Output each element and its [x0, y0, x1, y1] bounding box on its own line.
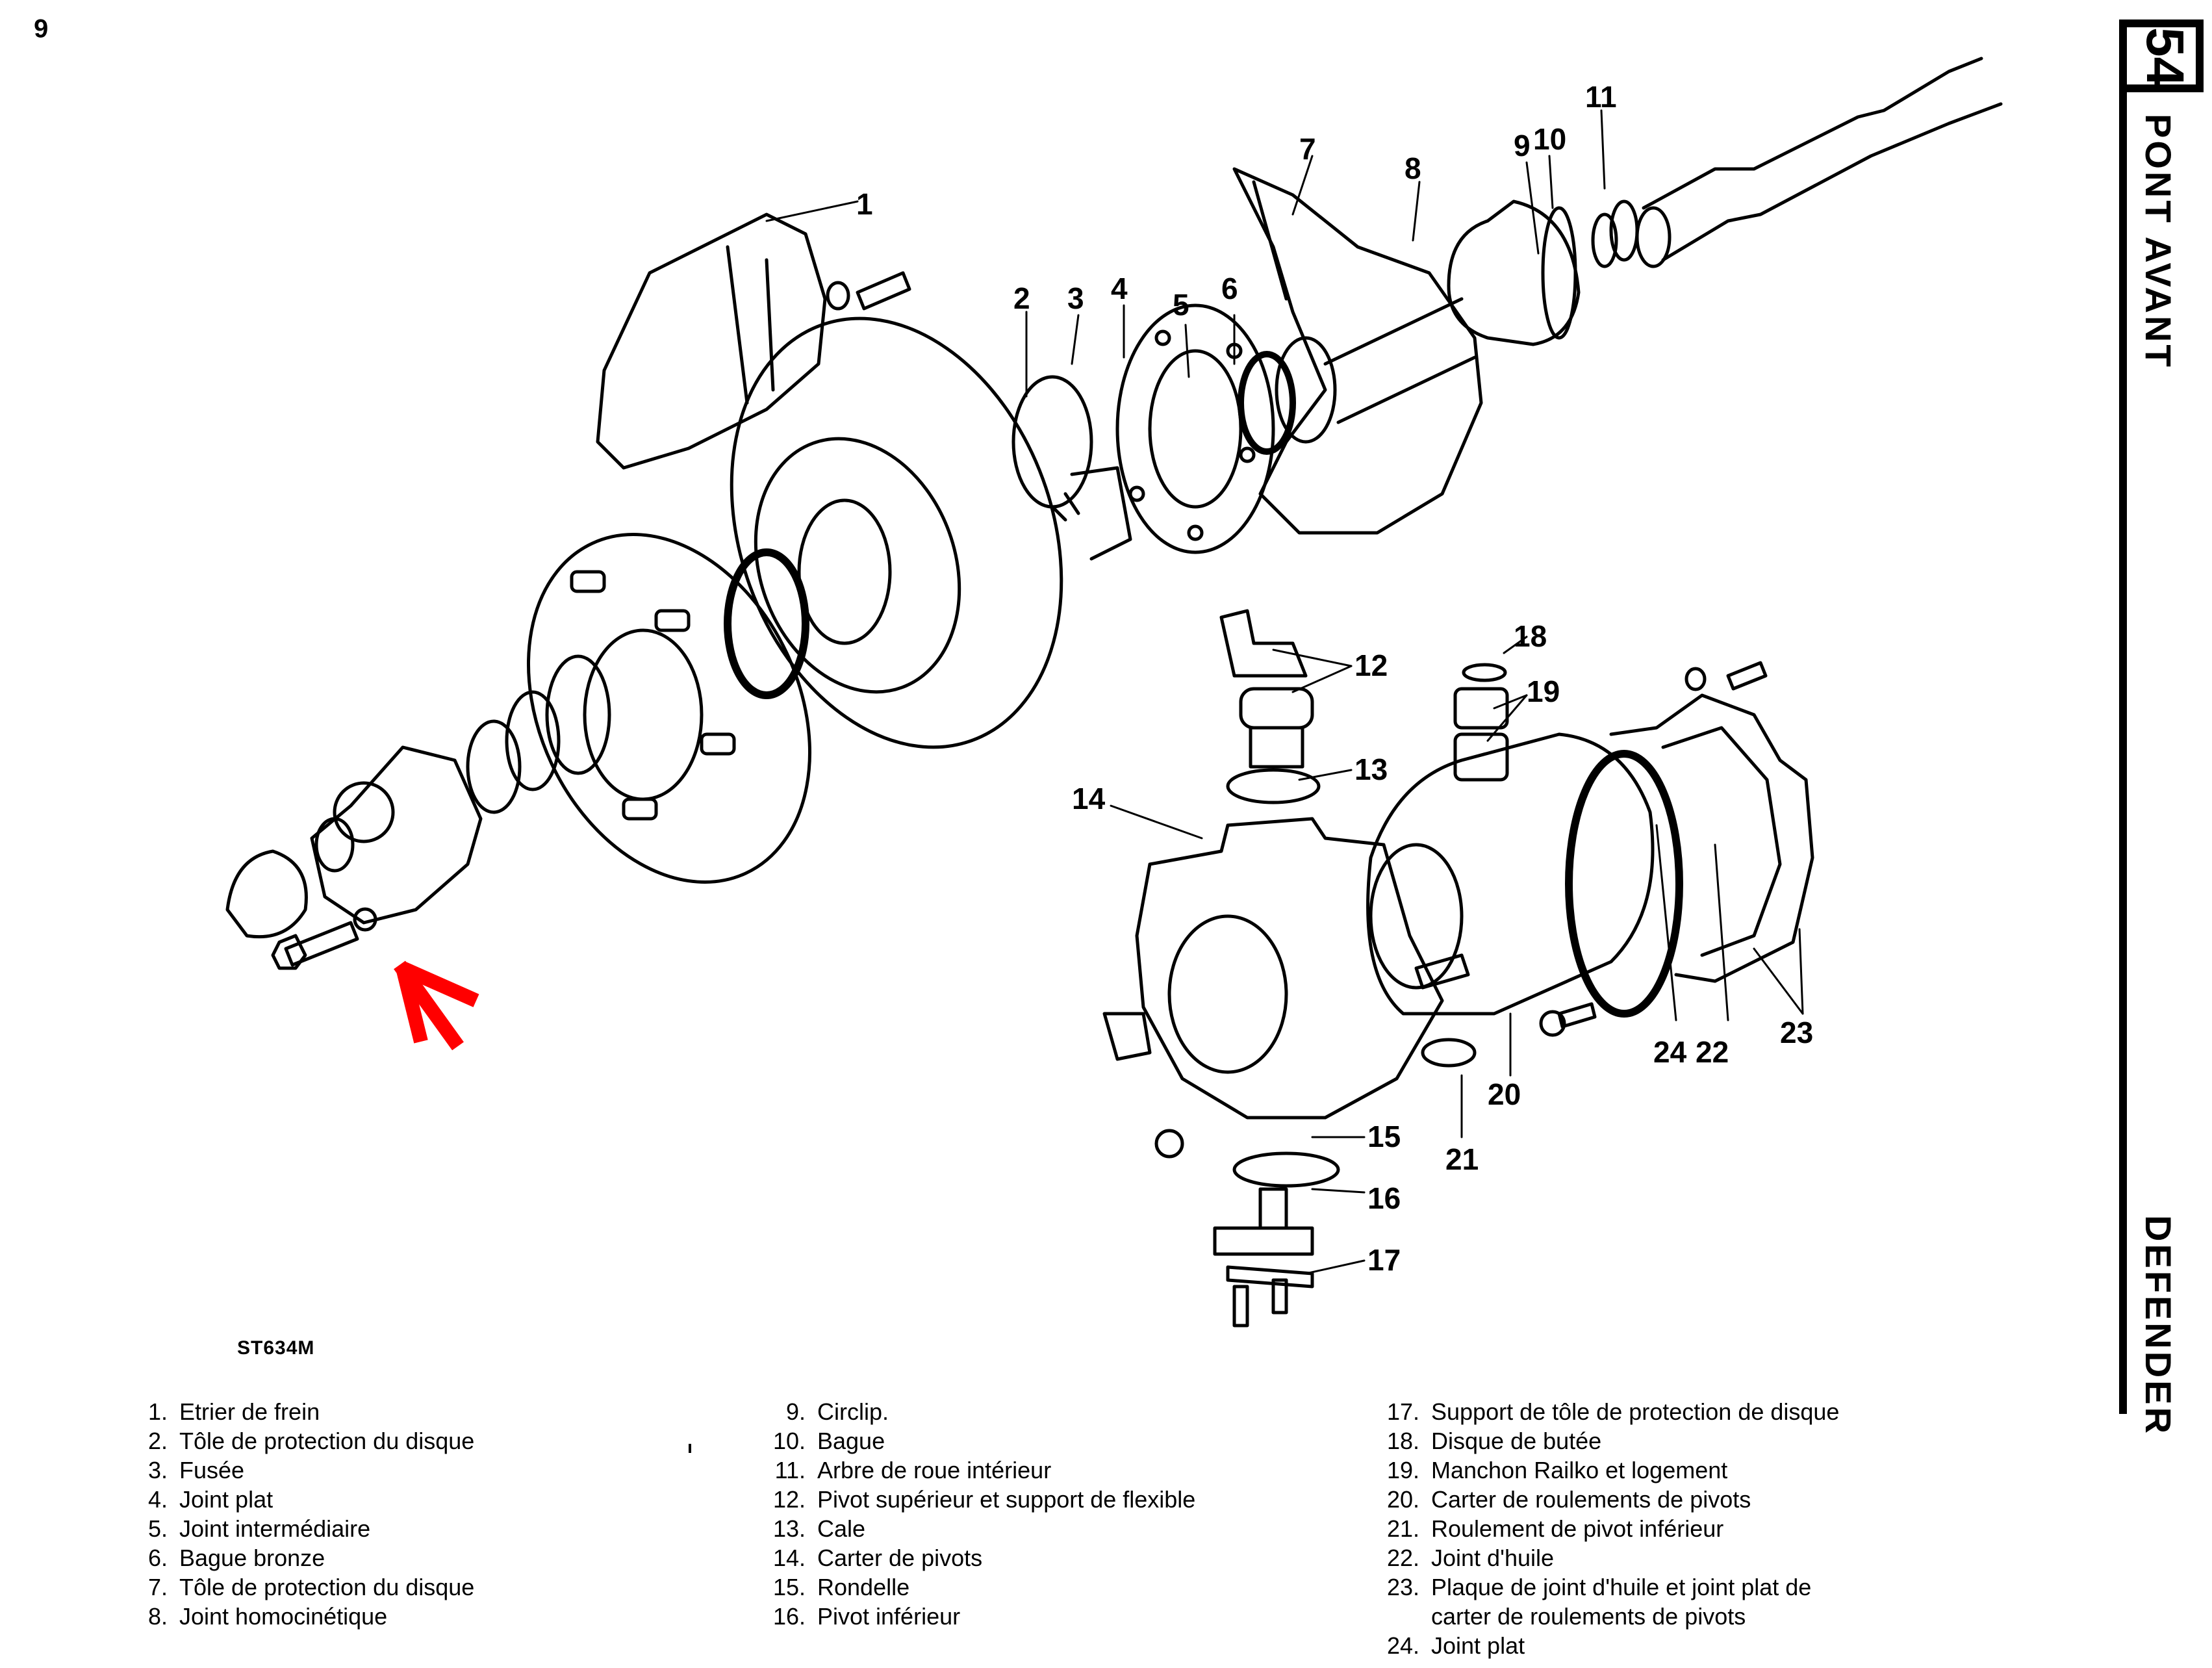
railko-bush — [1453, 687, 1509, 782]
callout-10: 10 — [1533, 122, 1566, 156]
intermediate-joint — [1238, 351, 1296, 455]
legend-item: 4.Joint plat — [147, 1486, 273, 1513]
circlip — [1591, 212, 1618, 268]
callout-16: 16 — [1367, 1181, 1401, 1215]
upper-swivel-pin — [1219, 609, 1314, 769]
callout-7: 7 — [1299, 132, 1316, 166]
lower-swivel-pin — [1213, 1187, 1314, 1256]
callout-15: 15 — [1367, 1120, 1401, 1153]
legend-item: 24.Joint plat — [1386, 1632, 1525, 1659]
callout-1: 1 — [856, 187, 873, 221]
oil-seal-plate — [1609, 693, 1814, 983]
legend-item: 23.Plaque de joint d'huile et joint plat… — [1386, 1574, 1812, 1630]
section-title: PONT AVANT — [2138, 114, 2179, 370]
callout-19: 19 — [1527, 674, 1560, 708]
mudshield-bracket — [1226, 1265, 1314, 1328]
washer — [353, 907, 377, 932]
thrust-washer — [1462, 663, 1507, 682]
callout-14: 14 — [1072, 782, 1106, 815]
callout-4: 4 — [1111, 272, 1128, 305]
legend-item: 12.Pivot supérieur et support de flexibl… — [772, 1486, 1196, 1513]
legend-column-1: 1.Etrier de frein 2.Tôle de protection d… — [129, 1397, 474, 1631]
legend-item: 17.Support de tôle de protection de disq… — [1386, 1398, 1840, 1425]
scan-mark — [689, 1444, 691, 1453]
legend-column-2: 9.Circlip. 10.Bague 11.Arbre de roue int… — [747, 1397, 1195, 1631]
callout-2: 2 — [1013, 281, 1030, 315]
legend-item: 19.Manchon Railko et logement — [1386, 1457, 1728, 1483]
legend-item: 8.Joint homocinétique — [147, 1603, 388, 1630]
inner-axle-shaft — [1635, 57, 2003, 268]
legend-item: 20.Carter de roulements de pivots — [1386, 1486, 1751, 1513]
legend-item: 14.Carter de pivots — [772, 1545, 983, 1571]
oil-seal — [1565, 750, 1683, 1018]
callout-24: 24 — [1653, 1035, 1687, 1069]
shim — [1226, 768, 1321, 804]
legend-item: 10.Bague — [772, 1428, 885, 1454]
legend-column-3: 17.Support de tôle de protection de disq… — [1361, 1397, 1840, 1660]
legend-item: 15.Rondelle — [772, 1574, 910, 1600]
section-number: 54 — [2135, 27, 2194, 87]
hub-cap — [225, 849, 308, 939]
legend-item: 6.Bague bronze — [147, 1545, 325, 1571]
bolt-right-top — [1684, 661, 1768, 691]
wheel-hub — [527, 533, 811, 884]
lower-bearing — [1421, 1038, 1477, 1068]
washer-lower — [1232, 1151, 1340, 1188]
callout-21: 21 — [1445, 1142, 1479, 1176]
cv-joint — [1447, 199, 1581, 346]
leader-lines — [765, 109, 1804, 1275]
callout-18: 18 — [1514, 619, 1547, 653]
flange-bolt — [271, 921, 359, 970]
bronze-bush — [1275, 336, 1337, 444]
legend-item: 7.Tôle de protection du disque — [147, 1574, 475, 1600]
stub-axle-flange — [1115, 303, 1275, 554]
callout-12: 12 — [1354, 648, 1388, 682]
hub-bearing — [724, 548, 809, 699]
drive-flange — [310, 745, 483, 925]
legend-item: 21.Roulement de pivot inférieur — [1386, 1515, 1724, 1542]
callout-17: 17 — [1367, 1243, 1401, 1277]
mudshield — [1232, 167, 1483, 535]
callout-3: 3 — [1067, 281, 1084, 315]
callout-23: 23 — [1780, 1016, 1813, 1049]
highlight-arrow — [394, 960, 479, 1051]
legend-item: 11.Arbre de roue intérieur — [774, 1457, 1052, 1483]
legend-item: 9.Circlip. — [785, 1398, 889, 1425]
stub-axle — [1011, 375, 1132, 561]
callout-5: 5 — [1173, 288, 1189, 322]
legend-item: 13.Cale — [772, 1515, 866, 1542]
model-name: DEFENDER — [2138, 1215, 2179, 1437]
caliper-bolt — [826, 271, 911, 311]
legend-item: 16.Pivot inférieur — [772, 1603, 961, 1630]
exploded-diagram: 1 2 3 4 5 6 7 8 9 10 11 12 13 14 15 16 1… — [225, 57, 2003, 1328]
legend-item: 2.Tôle de protection du disque — [147, 1428, 475, 1454]
callout-13: 13 — [1354, 752, 1388, 786]
callout-8: 8 — [1405, 151, 1421, 185]
brake-caliper — [596, 212, 827, 470]
figure-reference: ST634M — [237, 1337, 315, 1359]
legend-item: 5.Joint intermédiaire — [147, 1515, 371, 1542]
callout-6: 6 — [1221, 272, 1238, 305]
bolt-lower — [1539, 1002, 1597, 1037]
legend-item: 22.Joint d'huile — [1386, 1545, 1554, 1571]
callout-20: 20 — [1488, 1077, 1521, 1111]
nut — [1154, 1129, 1184, 1159]
section-rail — [2119, 23, 2127, 1414]
legend-item: 18.Disque de butée — [1386, 1428, 1602, 1454]
bearing-housing — [1366, 732, 1655, 1016]
hub-nuts — [466, 654, 611, 814]
callout-11: 11 — [1585, 80, 1617, 114]
legend-item: 3.Fusée — [147, 1457, 245, 1483]
callout-9: 9 — [1514, 129, 1531, 162]
shaft-splines — [1323, 297, 1477, 424]
section-number-box — [2119, 19, 2204, 92]
callout-22: 22 — [1696, 1035, 1729, 1069]
legend-item: 1.Etrier de frein — [147, 1398, 320, 1425]
swivel-housing — [1102, 817, 1444, 1120]
